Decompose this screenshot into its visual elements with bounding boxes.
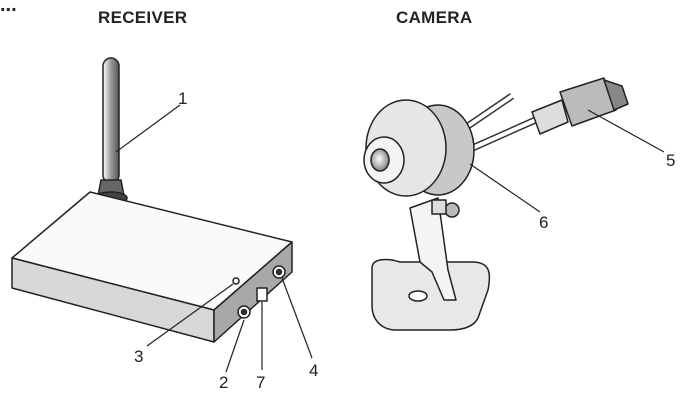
power-switch (257, 288, 267, 301)
antenna (95, 58, 127, 204)
indicator-led (233, 278, 239, 284)
camera-lens (371, 149, 389, 171)
callout-3: 3 (134, 347, 143, 366)
receiver (12, 58, 292, 342)
callout-1: 1 (178, 89, 187, 108)
camera (364, 78, 628, 330)
av-jack-left-hole (242, 310, 247, 315)
callout-5: 5 (666, 151, 675, 170)
callout-4: 4 (309, 361, 318, 380)
mount-knob (445, 203, 459, 217)
callout-6: 6 (539, 213, 548, 232)
callout-7: 7 (256, 373, 265, 392)
callout-2: 2 (219, 373, 228, 392)
av-jack-right-hole (277, 270, 282, 275)
leader-5 (588, 110, 664, 152)
leader-1 (116, 105, 180, 152)
leader-6 (470, 164, 540, 212)
leader-4 (282, 278, 312, 358)
power-plug (532, 78, 628, 134)
